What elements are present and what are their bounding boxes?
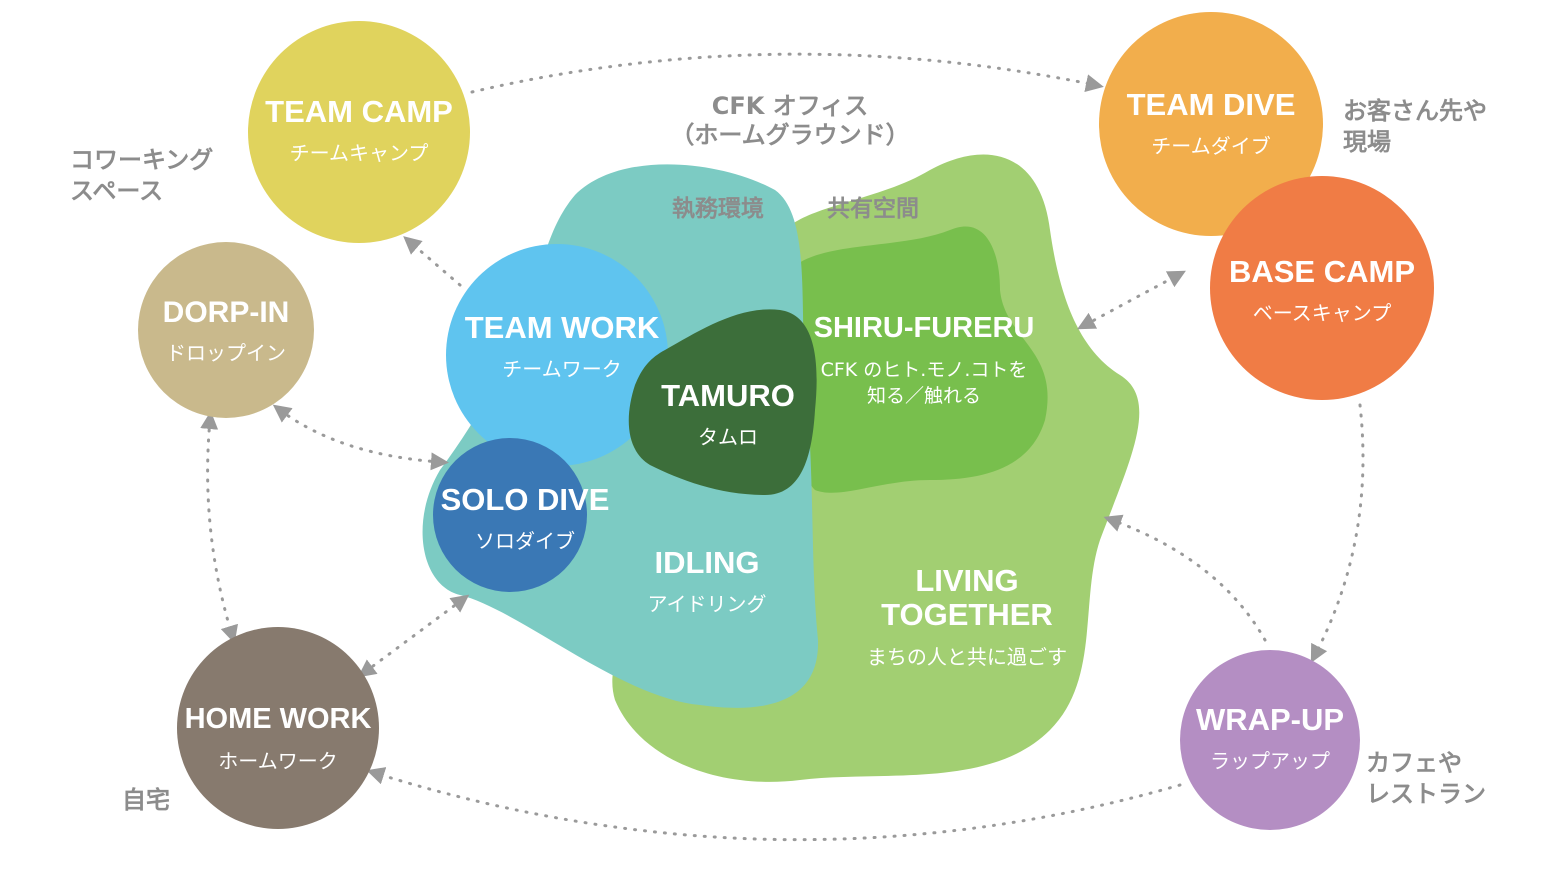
tamuro-area [628, 309, 817, 495]
solo-dive-subtitle: ソロダイブ [475, 529, 575, 553]
arrow-basecamp-wrapup [1310, 403, 1365, 663]
client-note-line1: お客さん先や [1343, 97, 1487, 125]
shiru-fureru-line2: 知る／触れる [867, 385, 981, 407]
tamuro-title: TAMURO [661, 378, 795, 413]
base-camp-title: BASE CAMP [1229, 254, 1415, 289]
team-dive-title: TEAM DIVE [1127, 87, 1296, 122]
home-note: 自宅 [122, 786, 170, 814]
arrow-shiru-basecamp [1077, 270, 1186, 330]
living-together-subtitle: まちの人と共に過ごす [867, 645, 1067, 669]
arrow-wrapup-homework [366, 767, 1182, 842]
wrap-up-title: WRAP-UP [1196, 702, 1344, 737]
client-note-line2: 現場 [1343, 128, 1391, 156]
team-camp-subtitle: チームキャンプ [290, 141, 429, 165]
home-work-title: HOME WORK [185, 703, 372, 735]
base-camp-subtitle: ベースキャンプ [1253, 301, 1391, 325]
office-note-line2: （ホームグラウンド） [670, 121, 909, 149]
arrow-homework-center [357, 594, 470, 678]
cafe-note-line1: カフェや [1366, 749, 1462, 777]
dorp-in-node: DORP-IN ドロップイン [138, 242, 314, 418]
team-dive-node: TEAM DIVE チームダイブ [1099, 12, 1323, 236]
coworking-note-line2: スペース [70, 177, 163, 205]
wrap-up-subtitle: ラップアップ [1210, 749, 1330, 773]
solo-dive-title: SOLO DIVE [441, 482, 610, 517]
shiru-fureru-title: SHIRU-FURERU [814, 312, 1035, 344]
arrow-dorpin-center [272, 404, 449, 471]
dorp-in-subtitle: ドロップイン [166, 341, 286, 365]
arrow-dorpin-homework [200, 411, 238, 644]
idling-title: IDLING [654, 545, 759, 580]
solo-dive-area [433, 438, 587, 592]
team-camp-node: TEAM CAMP チームキャンプ [248, 21, 470, 243]
team-dive-subtitle: チームダイブ [1151, 134, 1270, 158]
work-environment-label: 執務環境 [672, 195, 764, 222]
team-work-area [446, 244, 668, 466]
living-together-title-line1: LIVING [915, 563, 1018, 598]
home-work-subtitle: ホームワーク [218, 749, 337, 773]
coworking-note-line1: コワーキング [70, 146, 213, 174]
home-work-node: HOME WORK ホームワーク [177, 627, 379, 829]
team-work-subtitle: チームワーク [502, 357, 621, 381]
flow-arrows [200, 52, 1365, 842]
cafe-note-line2: レストラン [1366, 780, 1486, 808]
shared-space-label: 共有空間 [827, 195, 919, 222]
team-camp-title: TEAM CAMP [265, 94, 453, 129]
arrow-center-teamcamp [403, 236, 462, 287]
team-work-title: TEAM WORK [465, 310, 660, 345]
arrow-wrapup-center [1103, 514, 1267, 642]
arrow-teamcamp-teamdive [470, 52, 1104, 94]
living-together-title-line2: TOGETHER [881, 597, 1053, 632]
idling-subtitle: アイドリング [648, 592, 767, 616]
wrap-up-node: WRAP-UP ラップアップ [1180, 650, 1360, 830]
shiru-fureru-area [785, 226, 1048, 493]
base-camp-node: BASE CAMP ベースキャンプ [1210, 176, 1434, 400]
tamuro-subtitle: タムロ [698, 425, 758, 449]
shiru-fureru-line1: CFK のヒト.モノ.コトを [821, 359, 1028, 381]
office-note-line1: CFK オフィス [712, 92, 868, 120]
dorp-in-title: DORP-IN [163, 296, 290, 329]
